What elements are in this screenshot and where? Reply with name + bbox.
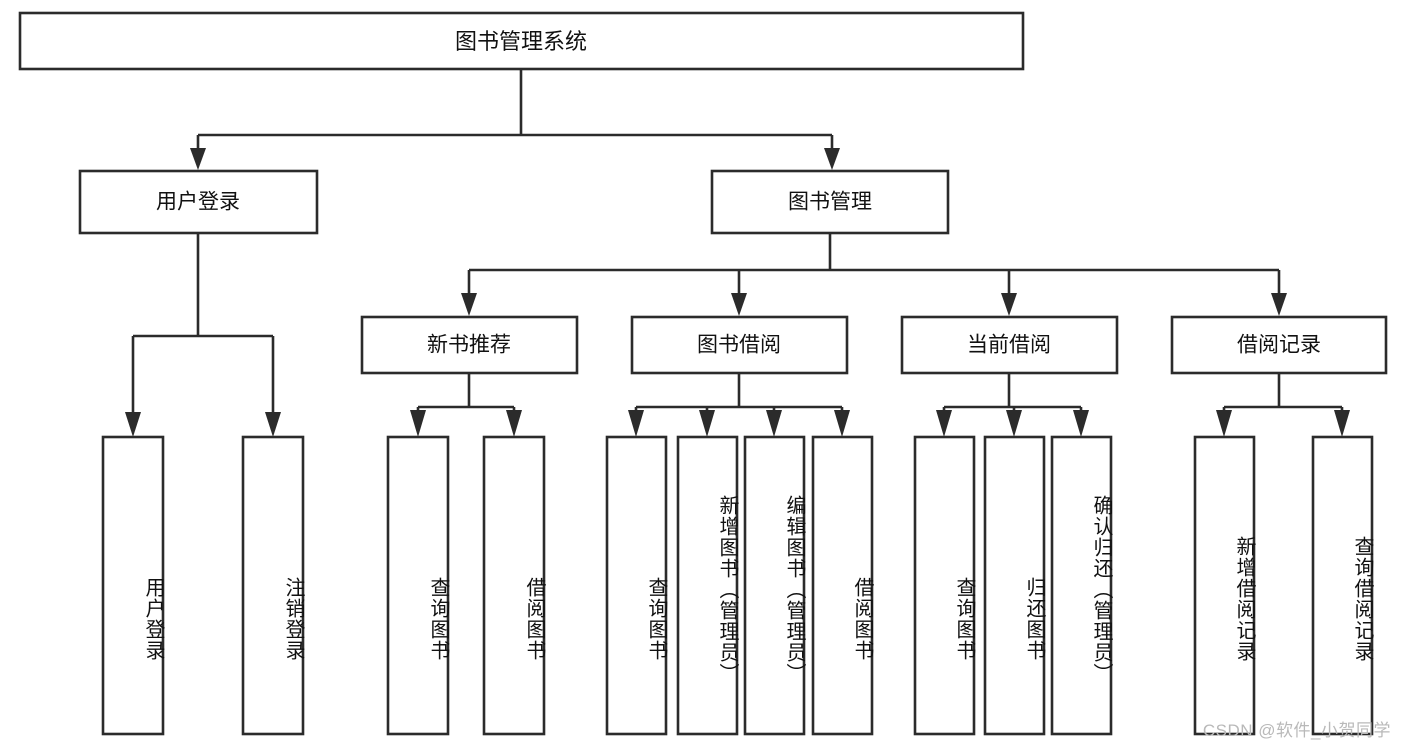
arrow-manage-c2-icon	[731, 293, 747, 316]
node-book-manage[interactable]: 图书管理	[710, 169, 950, 235]
node-new-book-recommend-box[interactable]	[360, 315, 579, 375]
arrow-nbr-l2-icon	[506, 410, 522, 437]
node-current-borrow-box[interactable]	[900, 315, 1119, 375]
node-current-borrow[interactable]: 当前借阅	[900, 315, 1119, 375]
arrow-root-to-login-icon	[190, 148, 206, 170]
arrow-br-l1-icon	[1216, 410, 1232, 437]
node-user-login-label: 用户登录	[156, 191, 240, 214]
node-leaf-bb-add-box[interactable]	[676, 435, 739, 736]
node-current-borrow-label: 当前借阅	[967, 334, 1051, 357]
node-leaf-cb-query-box[interactable]	[913, 435, 976, 736]
node-book-manage-box[interactable]	[710, 169, 950, 235]
csdn-watermark: CSDN @软件_小贺同学	[1202, 721, 1391, 740]
arrow-cb-l3-icon	[1073, 410, 1089, 437]
arrow-login-leaf1-icon	[125, 412, 141, 437]
node-leaf-cb-confirm-box[interactable]	[1050, 435, 1113, 736]
arrow-nbr-l1-icon	[410, 410, 426, 437]
node-leaf-bb-query-box[interactable]	[605, 435, 668, 736]
arrow-bb-l4-icon	[834, 410, 850, 437]
node-new-book-recommend[interactable]: 新书推荐	[360, 315, 579, 375]
node-leaf-nbr-query-box[interactable]	[386, 435, 450, 736]
arrow-manage-c4-icon	[1271, 293, 1287, 316]
node-book-borrow[interactable]: 图书借阅	[630, 315, 849, 375]
node-leaf-br-query-box[interactable]	[1311, 435, 1374, 736]
arrow-br-l2-icon	[1334, 410, 1350, 437]
arrow-root-to-manage-icon	[824, 148, 840, 170]
node-root-box[interactable]	[18, 11, 1025, 71]
node-book-manage-label: 图书管理	[788, 191, 872, 214]
node-new-book-recommend-label: 新书推荐	[427, 334, 511, 357]
node-borrow-record-label: 借阅记录	[1237, 334, 1321, 357]
node-leaf-nbr-borrow-box[interactable]	[482, 435, 546, 736]
node-book-borrow-label: 图书借阅	[697, 334, 781, 357]
node-root-label: 图书管理系统	[455, 29, 587, 54]
arrow-bb-l2-icon	[699, 410, 715, 437]
node-leaf-br-add-box[interactable]	[1193, 435, 1256, 736]
node-leaf-user-login-box[interactable]	[101, 435, 165, 736]
node-root[interactable]: 图书管理系统	[18, 11, 1025, 71]
node-leaf-cb-return-box[interactable]	[983, 435, 1046, 736]
arrow-login-leaf2-icon	[265, 412, 281, 437]
node-book-borrow-box[interactable]	[630, 315, 849, 375]
node-borrow-record[interactable]: 借阅记录	[1170, 315, 1388, 375]
node-borrow-record-box[interactable]	[1170, 315, 1388, 375]
arrow-cb-l1-icon	[936, 410, 952, 437]
node-user-login[interactable]: 用户登录	[78, 169, 319, 235]
arrow-manage-c1-icon	[461, 293, 477, 316]
arrow-bb-l1-icon	[628, 410, 644, 437]
arrow-manage-c3-icon	[1001, 293, 1017, 316]
node-leaf-bb-edit-box[interactable]	[743, 435, 806, 736]
node-leaf-bb-borrow-box[interactable]	[811, 435, 874, 736]
node-leaf-logout-box[interactable]	[241, 435, 305, 736]
arrow-bb-l3-icon	[766, 410, 782, 437]
arrow-cb-l2-icon	[1006, 410, 1022, 437]
